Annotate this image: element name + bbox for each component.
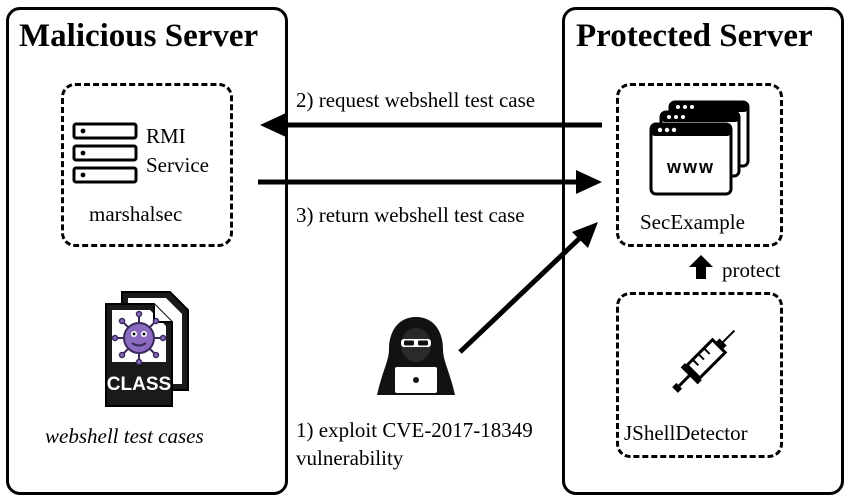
protect-arrow-icon (689, 255, 713, 279)
malicious-server-title: Malicious Server (19, 18, 259, 54)
class-file-label: CLASS (107, 374, 171, 395)
jshelldetector-box (616, 292, 783, 458)
protect-label: protect (722, 258, 781, 282)
web-app-windows-icon: www (649, 100, 750, 196)
jshelldetector-label: JShellDetector (624, 421, 748, 445)
malicious-server-panel (6, 7, 288, 495)
www-label: www (666, 157, 715, 177)
hacker-icon (377, 317, 455, 395)
marshalsec-label: marshalsec (89, 202, 183, 226)
exploit-arrow (458, 222, 598, 354)
step3-label: 3) return webshell test case (296, 203, 525, 227)
class-file-virus-icon: CLASS (105, 291, 189, 407)
secexample-label: SecExample (640, 210, 745, 234)
protected-server-title: Protected Server (576, 18, 813, 54)
rmi-service-box (61, 83, 233, 247)
rmi-service-line1: RMI (146, 124, 186, 148)
step1-label-line1: 1) exploit CVE-2017-18349 (296, 418, 533, 442)
server-rack-icon (72, 122, 138, 184)
request-arrow (260, 113, 602, 137)
syringe-icon (672, 329, 736, 393)
return-arrow (258, 170, 602, 194)
step1-label-line2: vulnerability (296, 446, 404, 470)
secexample-box (616, 83, 783, 247)
rmi-service-line2: Service (146, 153, 209, 177)
webshell-test-cases-caption: webshell test cases (45, 424, 204, 448)
step2-label: 2) request webshell test case (296, 88, 536, 112)
